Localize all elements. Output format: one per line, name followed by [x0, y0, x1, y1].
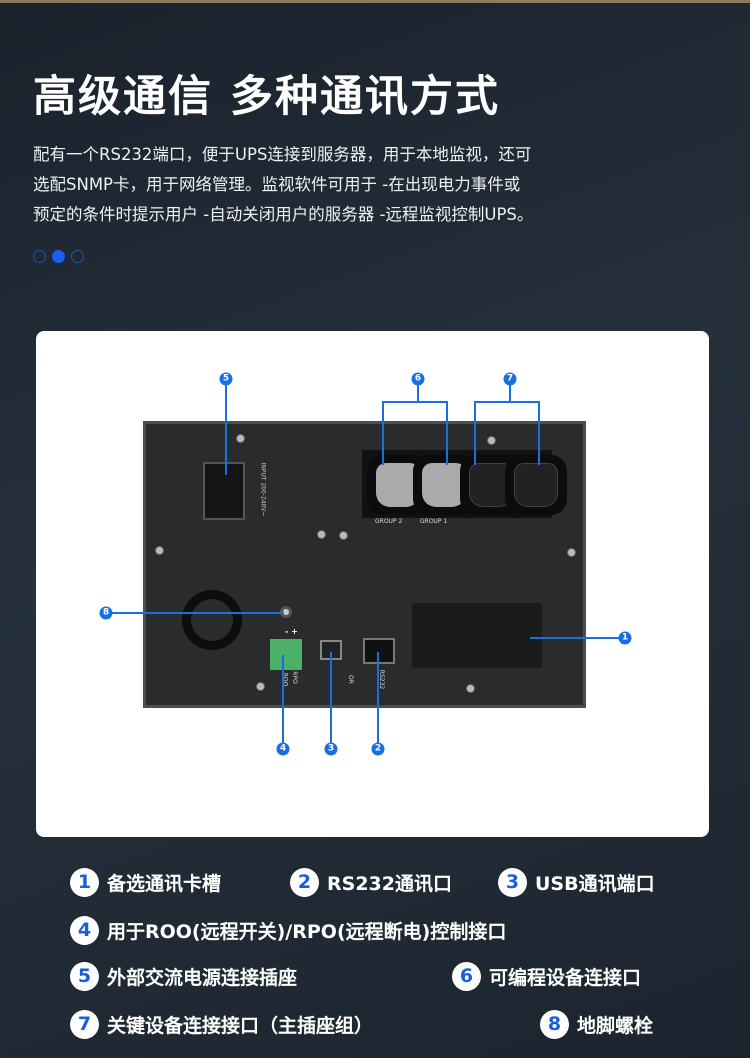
carousel-dot-2-active[interactable] [52, 250, 65, 263]
marker-8: 8 [99, 606, 113, 620]
legend-item-8: 8 地脚螺栓 [540, 1010, 653, 1039]
fan-vent [182, 590, 242, 650]
legend-label: 外部交流电源连接插座 [107, 967, 298, 989]
marker-2: 2 [371, 742, 385, 756]
legend-label: 地脚螺栓 [577, 1015, 654, 1037]
legend-label: RS232通讯口 [327, 873, 452, 895]
group1-label: GROUP 1 [420, 518, 448, 525]
top-border [0, 0, 750, 3]
legend-number: 4 [70, 916, 99, 945]
carousel-dot-1[interactable] [33, 250, 46, 263]
rs232-label: RS232 [378, 669, 386, 690]
marker-4: 4 [276, 742, 290, 756]
marker-1: 1 [618, 631, 632, 645]
screw [339, 531, 348, 540]
rpo-label: RPO [290, 671, 298, 684]
callout-line-4 [282, 655, 284, 743]
legend-item-1: 1 备选通讯卡槽 [70, 868, 221, 897]
marker-7: 7 [503, 372, 517, 386]
rs232-port [363, 638, 395, 664]
legend-item-3: 3 USB通讯端口 [498, 868, 655, 897]
carousel-dots [33, 250, 84, 263]
callout-line-7 [509, 385, 511, 402]
callout-line-1 [530, 637, 620, 639]
legend-item-4: 4 用于ROO(远程开关)/RPO(远程断电)控制接口 [70, 916, 506, 945]
description: 配有一个RS232端口，便于UPS连接到服务器，用于本地监视，还可 选配SNMP… [33, 140, 613, 230]
legend-number: 7 [70, 1010, 99, 1039]
polarity-label: - + [285, 627, 298, 636]
carousel-dot-3[interactable] [71, 250, 84, 263]
input-label: INPUT 200-240V~ [259, 462, 267, 517]
legend-number: 2 [290, 868, 319, 897]
screw [155, 546, 164, 555]
ac-input-socket [203, 462, 245, 520]
callout-line-2 [377, 652, 379, 743]
legend-number: 6 [452, 962, 481, 991]
description-line: 选配SNMP卡，用于网络管理。监视软件可用于 -在出现电力事件或 [33, 175, 521, 194]
screw [317, 530, 326, 539]
screw [567, 548, 576, 557]
callout-line-3 [330, 652, 332, 743]
comm-card-slot [412, 603, 542, 668]
legend-item-5: 5 外部交流电源连接插座 [70, 962, 297, 991]
marker-5: 5 [219, 372, 233, 386]
marker-6: 6 [411, 372, 425, 386]
callout-line-7 [474, 401, 476, 465]
callout-line-6 [382, 401, 448, 403]
page-title: 高级通信 多种通讯方式 [33, 72, 500, 122]
screw [487, 436, 496, 445]
description-line: 配有一个RS232端口，便于UPS连接到服务器，用于本地监视，还可 [33, 145, 532, 164]
outlet-main-b [505, 455, 567, 515]
legend-label: USB通讯端口 [535, 873, 655, 895]
legend-number: 5 [70, 962, 99, 991]
marker-3: 3 [324, 742, 338, 756]
callout-line-7 [474, 401, 540, 403]
legend-item-2: 2 RS232通讯口 [290, 868, 452, 897]
callout-line-6 [382, 401, 384, 465]
screw [236, 434, 245, 443]
legend-label: 用于ROO(远程开关)/RPO(远程断电)控制接口 [107, 921, 507, 943]
callout-line-6 [417, 385, 419, 402]
callout-line-6 [446, 401, 448, 465]
legend-item-7: 7 关键设备连接接口（主插座组） [70, 1010, 373, 1039]
legend-number: 8 [540, 1010, 569, 1039]
screw [466, 684, 475, 693]
or-label: OR [346, 675, 354, 684]
callout-line-5 [225, 385, 227, 475]
legend-number: 1 [70, 868, 99, 897]
legend-label: 备选通讯卡槽 [107, 873, 222, 895]
legend-number: 3 [498, 868, 527, 897]
callout-line-8 [112, 612, 284, 614]
legend-label: 关键设备连接接口（主插座组） [107, 1015, 374, 1037]
description-line: 预定的条件时提示用户 -自动关闭用户的服务器 -远程监视控制UPS。 [33, 205, 534, 224]
screw [256, 682, 265, 691]
group2-label: GROUP 2 [375, 518, 403, 525]
legend-label: 可编程设备连接口 [489, 967, 642, 989]
rpo-terminal [270, 639, 302, 670]
legend-item-6: 6 可编程设备连接口 [452, 962, 641, 991]
callout-line-7 [538, 401, 540, 465]
